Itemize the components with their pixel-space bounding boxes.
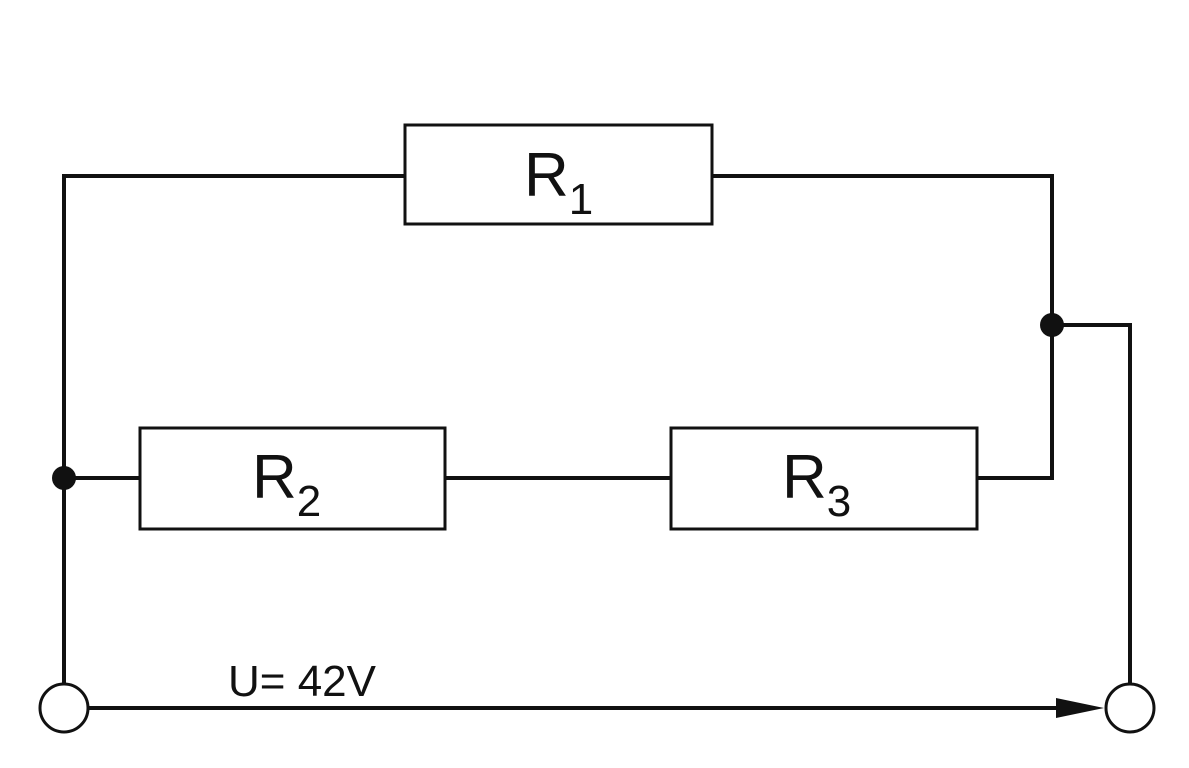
resistor-r1-body: [403, 123, 714, 226]
terminal-left-icon: [38, 682, 90, 734]
voltage-arrowhead-icon: [1056, 698, 1104, 718]
resistor-r2-body: [138, 426, 447, 531]
resistor-r1: R1: [403, 123, 714, 226]
resistor-r3-subscript: 3: [827, 477, 851, 526]
resistor-r3: R3: [669, 426, 979, 531]
resistor-r2-subscript: 2: [297, 477, 321, 526]
junction-left-icon: [52, 466, 76, 490]
resistor-r1-letter: R: [524, 141, 569, 210]
junction-right-icon: [1040, 313, 1064, 337]
resistor-r2: R2: [138, 426, 447, 531]
resistor-r2-letter: R: [252, 443, 297, 512]
resistor-r3-body: [669, 426, 979, 531]
wires: [62, 174, 1132, 710]
resistor-r2-label: R2: [252, 443, 321, 526]
resistor-r3-label: R3: [782, 443, 851, 526]
terminal-right-icon: [1104, 682, 1156, 734]
resistor-r3-letter: R: [782, 443, 827, 512]
voltage-label: U= 42V: [228, 657, 377, 706]
resistor-r1-subscript: 1: [569, 175, 593, 224]
resistor-r1-label: R1: [524, 141, 593, 224]
